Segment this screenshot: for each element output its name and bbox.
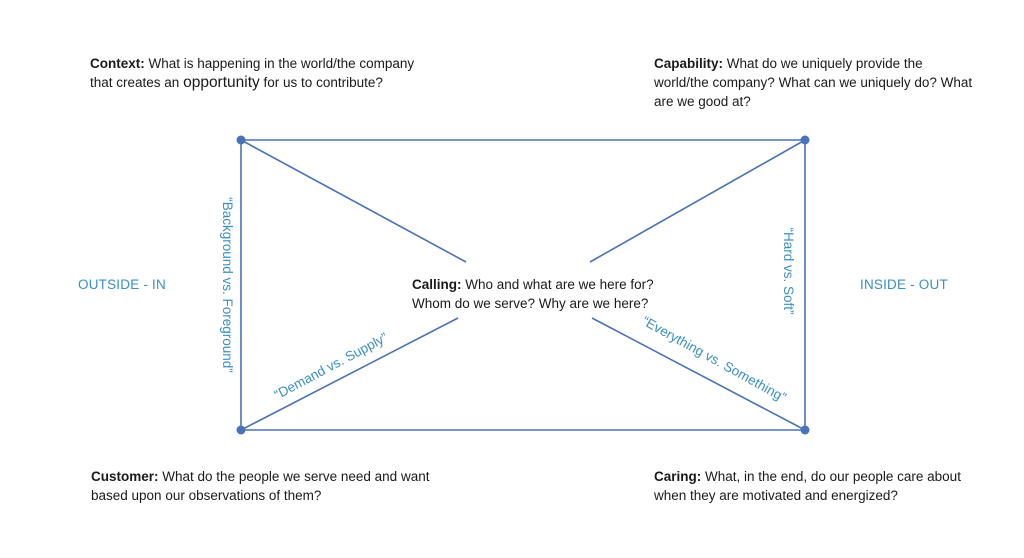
calling-line2: Whom do we serve? Why are we here? — [412, 296, 649, 311]
context-label: Context: — [90, 56, 145, 71]
node-bottom-left — [236, 425, 246, 435]
context-emphasis: opportunity — [183, 74, 260, 91]
caring-text: What, in the end, do our people care abo… — [654, 469, 961, 503]
capability-block: Capability: What do we uniquely provide … — [654, 54, 979, 111]
edge-label-right: “Hard vs. Soft” — [781, 227, 796, 314]
diagonal-bottom-right — [591, 317, 806, 431]
calling-line1: Who and what are we here for? — [465, 277, 654, 292]
capability-text: What do we uniquely provide the world/th… — [654, 56, 973, 109]
context-block: Context: What is happening in the world/… — [90, 54, 420, 92]
calling-label: Calling: — [412, 277, 462, 292]
customer-block: Customer: What do the people we serve ne… — [91, 467, 431, 505]
caring-block: Caring: What, in the end, do our people … — [654, 467, 984, 505]
edge-label-left: “Background vs. Foreground” — [220, 197, 235, 373]
node-top-right — [800, 135, 810, 145]
edge-label-bottom-right: “Everything vs. Something” — [640, 313, 789, 405]
diagonal-top-right — [589, 139, 806, 263]
inside-out-label: INSIDE - OUT — [860, 277, 948, 292]
context-text-end: for us to contribute? — [263, 75, 383, 90]
customer-label: Customer: — [91, 469, 159, 484]
corner-nodes — [236, 135, 810, 435]
diagonal-top-left — [240, 139, 467, 263]
caring-label: Caring: — [654, 469, 702, 484]
diagram-lines — [240, 139, 806, 431]
edge-label-bottom-left: “Demand vs. Supply” — [272, 330, 390, 402]
outside-in-label: OUTSIDE - IN — [78, 277, 166, 292]
node-bottom-right — [800, 425, 810, 435]
context-text: What is happening in the world/the compa… — [90, 56, 415, 90]
capability-label: Capability: — [654, 56, 724, 71]
node-top-left — [236, 135, 246, 145]
diagonal-bottom-left — [240, 317, 459, 431]
calling-block: Calling: Who and what are we here for? W… — [412, 275, 712, 313]
customer-text: What do the people we serve need and wan… — [91, 469, 430, 503]
